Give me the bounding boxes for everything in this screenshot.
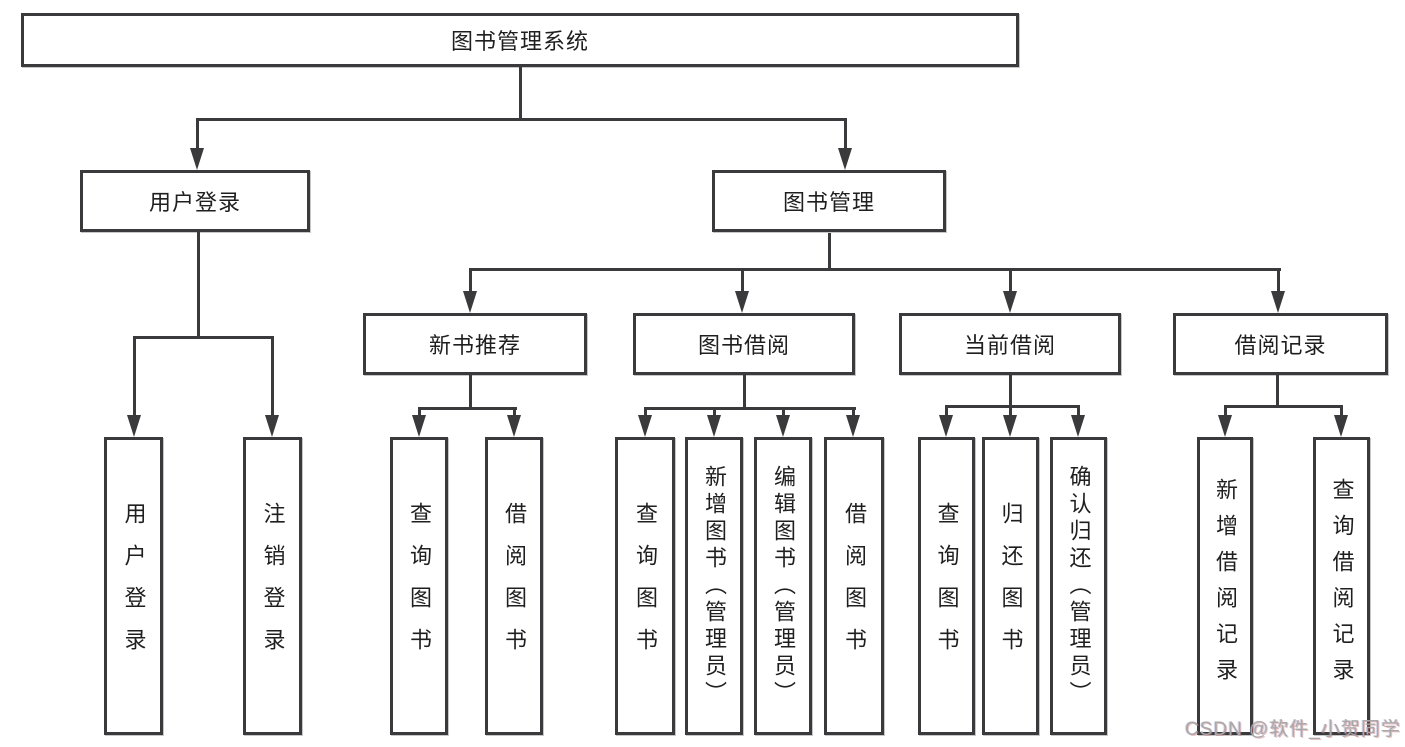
node-new-book-rec-label: 新书推荐 [428, 333, 521, 358]
connector-userlogin-hbar [133, 336, 274, 339]
connector-drop-borrowrecords [1277, 268, 1280, 293]
connector-drop-book-mgmt [844, 118, 847, 150]
connector-root-hbar [196, 118, 847, 121]
leaf-label: 查询图书 [407, 502, 432, 670]
leaf-records-add-borrow-record: 新增借阅记录 [1197, 437, 1253, 735]
leaf-label: 借阅图书 [502, 502, 527, 670]
node-borrow-records-label: 借阅记录 [1234, 333, 1327, 358]
leaf-label: 借阅图书 [842, 502, 867, 670]
connector-root-stem [519, 67, 522, 120]
node-root-label: 图书管理系统 [450, 29, 589, 54]
node-book-mgmt-label: 图书管理 [782, 190, 875, 215]
connector-drop [1077, 405, 1080, 419]
connector-drop-leaf-login [133, 336, 136, 416]
leaf-logout: 注销登录 [243, 437, 302, 735]
leaf-label: 编辑图书（管理员） [771, 464, 796, 708]
leaf-user-login: 用户登录 [104, 437, 163, 735]
leaf-bookborrow-query-books: 查询图书 [615, 437, 675, 735]
node-user-login-label: 用户登录 [148, 190, 241, 215]
arrow-down-icon [1003, 291, 1017, 313]
leaf-label: 查询借阅记录 [1329, 478, 1355, 694]
node-book-mgmt: 图书管理 [712, 170, 946, 232]
node-book-borrow: 图书借阅 [633, 313, 855, 375]
arrow-down-icon [939, 415, 953, 437]
arrow-down-icon [190, 148, 204, 170]
leaf-newbookrec-borrow-books: 借阅图书 [485, 437, 543, 735]
arrow-down-icon [1218, 415, 1232, 437]
leaf-label: 新增图书（管理员） [702, 464, 727, 708]
arrow-down-icon [1003, 415, 1017, 437]
arrow-down-icon [838, 148, 852, 170]
arrow-down-icon [735, 291, 749, 313]
csdn-watermark: CSDN @软件_小贺同学 [1185, 719, 1401, 740]
connector-drop [1340, 405, 1343, 419]
leaf-bookborrow-edit-books-admin: 编辑图书（管理员） [754, 437, 812, 735]
leaf-label: 确认归还（管理员） [1066, 464, 1092, 708]
leaf-bookborrow-borrow-books: 借阅图书 [824, 437, 884, 735]
connector-drop-currentborrow [1009, 268, 1012, 293]
node-new-book-rec: 新书推荐 [363, 313, 587, 375]
arrow-down-icon [638, 415, 652, 437]
arrow-down-icon [127, 415, 141, 437]
node-current-borrow: 当前借阅 [899, 313, 1121, 375]
connector-drop [1224, 405, 1227, 419]
leaf-label: 归还图书 [998, 502, 1024, 670]
connector-currentborrow-stem [1009, 375, 1012, 407]
leaf-user-login-label: 用户登录 [121, 502, 147, 670]
leaf-currentborrow-return-books: 归还图书 [982, 437, 1039, 735]
leaf-label: 新增借阅记录 [1213, 478, 1238, 694]
connector-newbookrec-hbar [418, 407, 517, 410]
leaf-label: 查询图书 [934, 502, 960, 670]
connector-drop-newbookrec [469, 268, 472, 293]
connector-userlogin-stem [197, 232, 200, 338]
connector-drop [1009, 405, 1012, 419]
connector-borrowrecords-stem [1276, 375, 1279, 407]
connector-drop-user-login [196, 118, 199, 150]
connector-currentborrow-hbar [945, 405, 1080, 408]
arrow-down-icon [507, 415, 521, 437]
leaf-bookborrow-add-books-admin: 新增图书（管理员） [685, 437, 743, 735]
connector-drop [418, 407, 421, 419]
node-root: 图书管理系统 [21, 13, 1019, 67]
connector-borrowrecords-hbar [1224, 405, 1343, 408]
leaf-newbookrec-query-books: 查询图书 [390, 437, 448, 735]
arrow-down-icon [776, 415, 790, 437]
connector-drop [513, 407, 516, 419]
leaf-logout-label: 注销登录 [260, 502, 286, 670]
connector-drop [713, 407, 716, 419]
connector-bookmgmt-stem [828, 233, 831, 270]
leaf-currentborrow-confirm-return-admin: 确认归还（管理员） [1050, 437, 1107, 735]
leaf-records-query-borrow-record: 查询借阅记录 [1313, 437, 1370, 735]
arrow-down-icon [707, 415, 721, 437]
node-book-borrow-label: 图书借阅 [697, 333, 790, 358]
arrow-down-icon [265, 415, 279, 437]
node-user-login: 用户登录 [80, 170, 310, 232]
connector-drop-leaf-logout [271, 336, 274, 416]
arrow-down-icon [846, 415, 860, 437]
leaf-label: 查询图书 [633, 502, 658, 670]
connector-bookmgmt-hbar [469, 268, 1281, 271]
connector-bookborrow-stem [743, 375, 746, 409]
connector-drop-bookborrow [741, 268, 744, 293]
connector-drop [644, 407, 647, 419]
connector-drop [782, 407, 785, 419]
arrow-down-icon [412, 415, 426, 437]
node-current-borrow-label: 当前借阅 [963, 333, 1056, 358]
arrow-down-icon [463, 291, 477, 313]
arrow-down-icon [1334, 415, 1348, 437]
connector-drop [852, 407, 855, 419]
connector-bookborrow-hbar [644, 407, 856, 410]
arrow-down-icon [1071, 415, 1085, 437]
leaf-currentborrow-query-books: 查询图书 [918, 437, 975, 735]
connector-drop [945, 405, 948, 419]
node-borrow-records: 借阅记录 [1173, 313, 1388, 375]
connector-newbookrec-stem [469, 375, 472, 409]
arrow-down-icon [1271, 291, 1285, 313]
